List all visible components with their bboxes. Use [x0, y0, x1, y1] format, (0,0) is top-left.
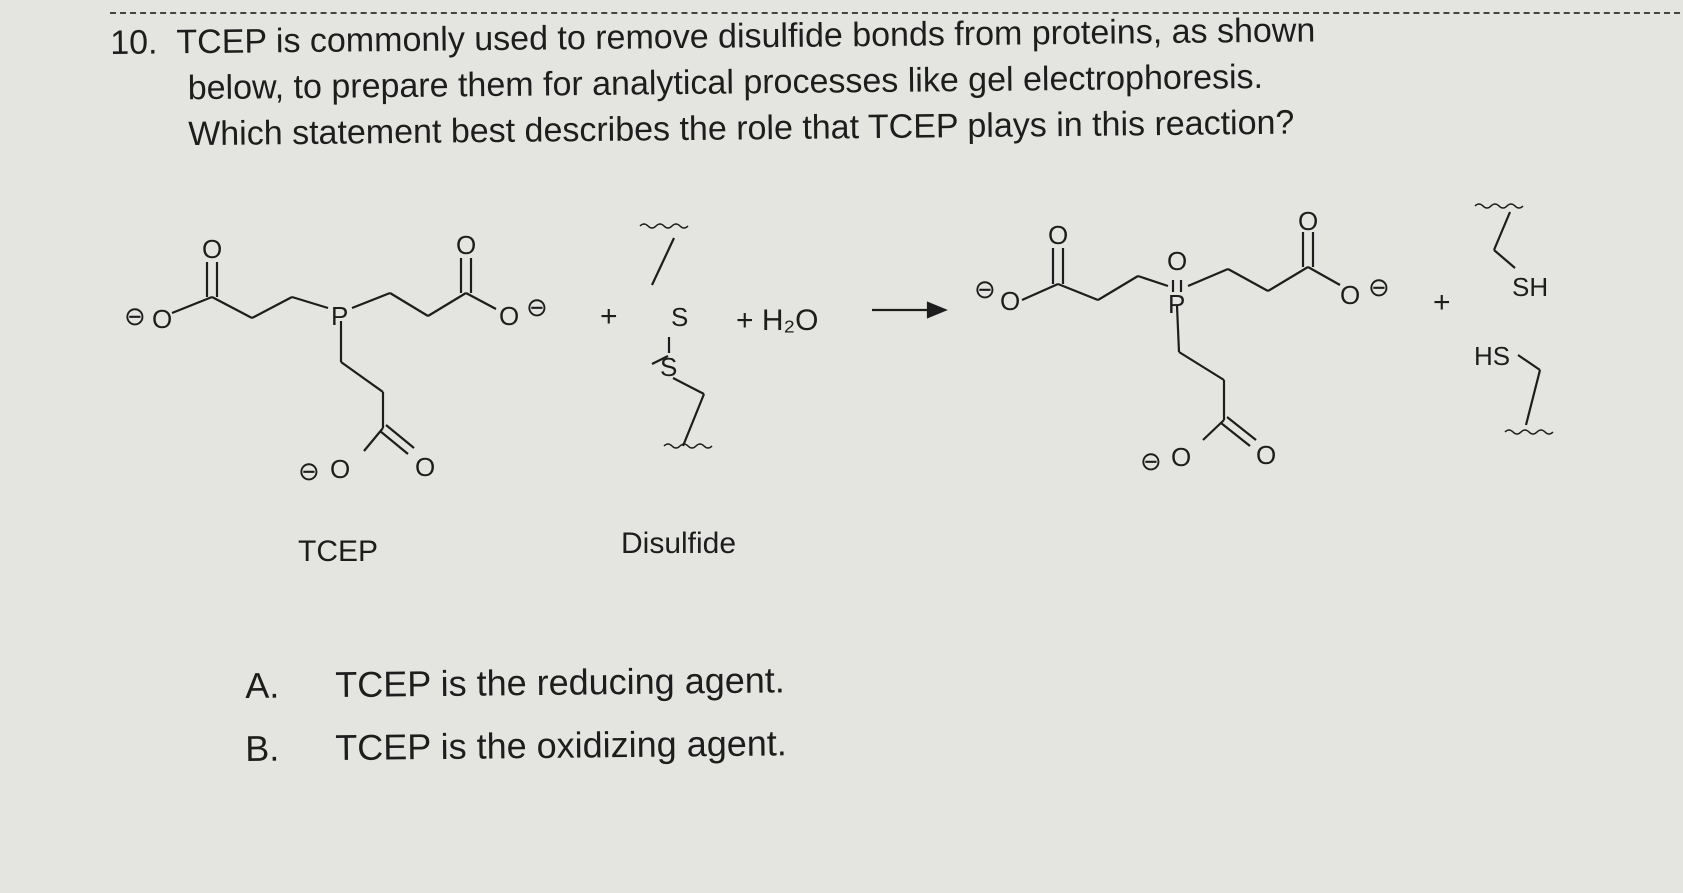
- tcep-phosphorus: P: [331, 301, 348, 331]
- oxide-o-right: O: [1340, 280, 1360, 310]
- tcep-o-carbonyl-bottom: O: [415, 452, 435, 482]
- oxide-phosphorus: P: [1168, 289, 1185, 319]
- tcep-o-carbonyl-left: O: [202, 234, 222, 264]
- plus-1: +: [600, 300, 618, 333]
- oxide-p-oxygen: O: [1167, 246, 1187, 276]
- oxide-o-carbonyl-left: O: [1048, 220, 1068, 250]
- tcep-o-left: O: [152, 304, 172, 334]
- atom-labels: ⊖ O O P O O ⊖ ⊖ O O + S S + H₂O ⊖ O O O …: [124, 206, 1548, 486]
- dashed-separator: [110, 12, 1680, 14]
- tcep-oxide-structure: [1021, 232, 1341, 447]
- oxide-o-left: O: [1000, 286, 1020, 316]
- thiol-sh: SH: [1512, 272, 1548, 302]
- water: + H₂O: [736, 304, 819, 337]
- choice-a-letter: A.: [245, 664, 280, 706]
- choice-b-letter: B.: [245, 727, 280, 769]
- reaction-arrow: [872, 301, 948, 319]
- oxide-o-carbonyl-bottom: O: [1256, 440, 1276, 470]
- oxide-charge-left: ⊖: [974, 274, 996, 304]
- tcep-o-carbonyl-right: O: [456, 230, 476, 260]
- disulfide-s-top: S: [671, 302, 688, 332]
- tcep-o-right: O: [499, 301, 519, 331]
- disulfide-label: Disulfide: [621, 527, 736, 560]
- choice-a-text: TCEP is the reducing agent.: [334, 659, 786, 706]
- choice-b-text: TCEP is the oxidizing agent.: [334, 722, 787, 769]
- tcep-o-bottom: O: [330, 454, 350, 484]
- tcep-charge-left: ⊖: [124, 301, 146, 331]
- tcep-structure: [171, 258, 497, 455]
- choice-a[interactable]: A. TCEP is the reducing agent.: [245, 659, 785, 707]
- thiol-structures: [1474, 203, 1554, 435]
- tcep-charge-right: ⊖: [526, 292, 548, 322]
- disulfide-s-bottom: S: [660, 352, 677, 382]
- oxide-o-carbonyl-right: O: [1298, 206, 1318, 236]
- compound-labels: TCEP Disulfide: [298, 527, 736, 568]
- oxide-charge-right: ⊖: [1368, 272, 1390, 302]
- tcep-charge-bottom: ⊖: [298, 456, 320, 486]
- thiol-hs: HS: [1474, 341, 1510, 371]
- plus-2: +: [1433, 286, 1451, 319]
- choice-b[interactable]: B. TCEP is the oxidizing agent.: [245, 722, 787, 770]
- oxide-charge-bottom: ⊖: [1140, 446, 1162, 476]
- tcep-label: TCEP: [298, 535, 378, 568]
- bonds: [171, 203, 1554, 455]
- oxide-o-bottom: O: [1171, 442, 1191, 472]
- disulfide-structure: [639, 223, 713, 449]
